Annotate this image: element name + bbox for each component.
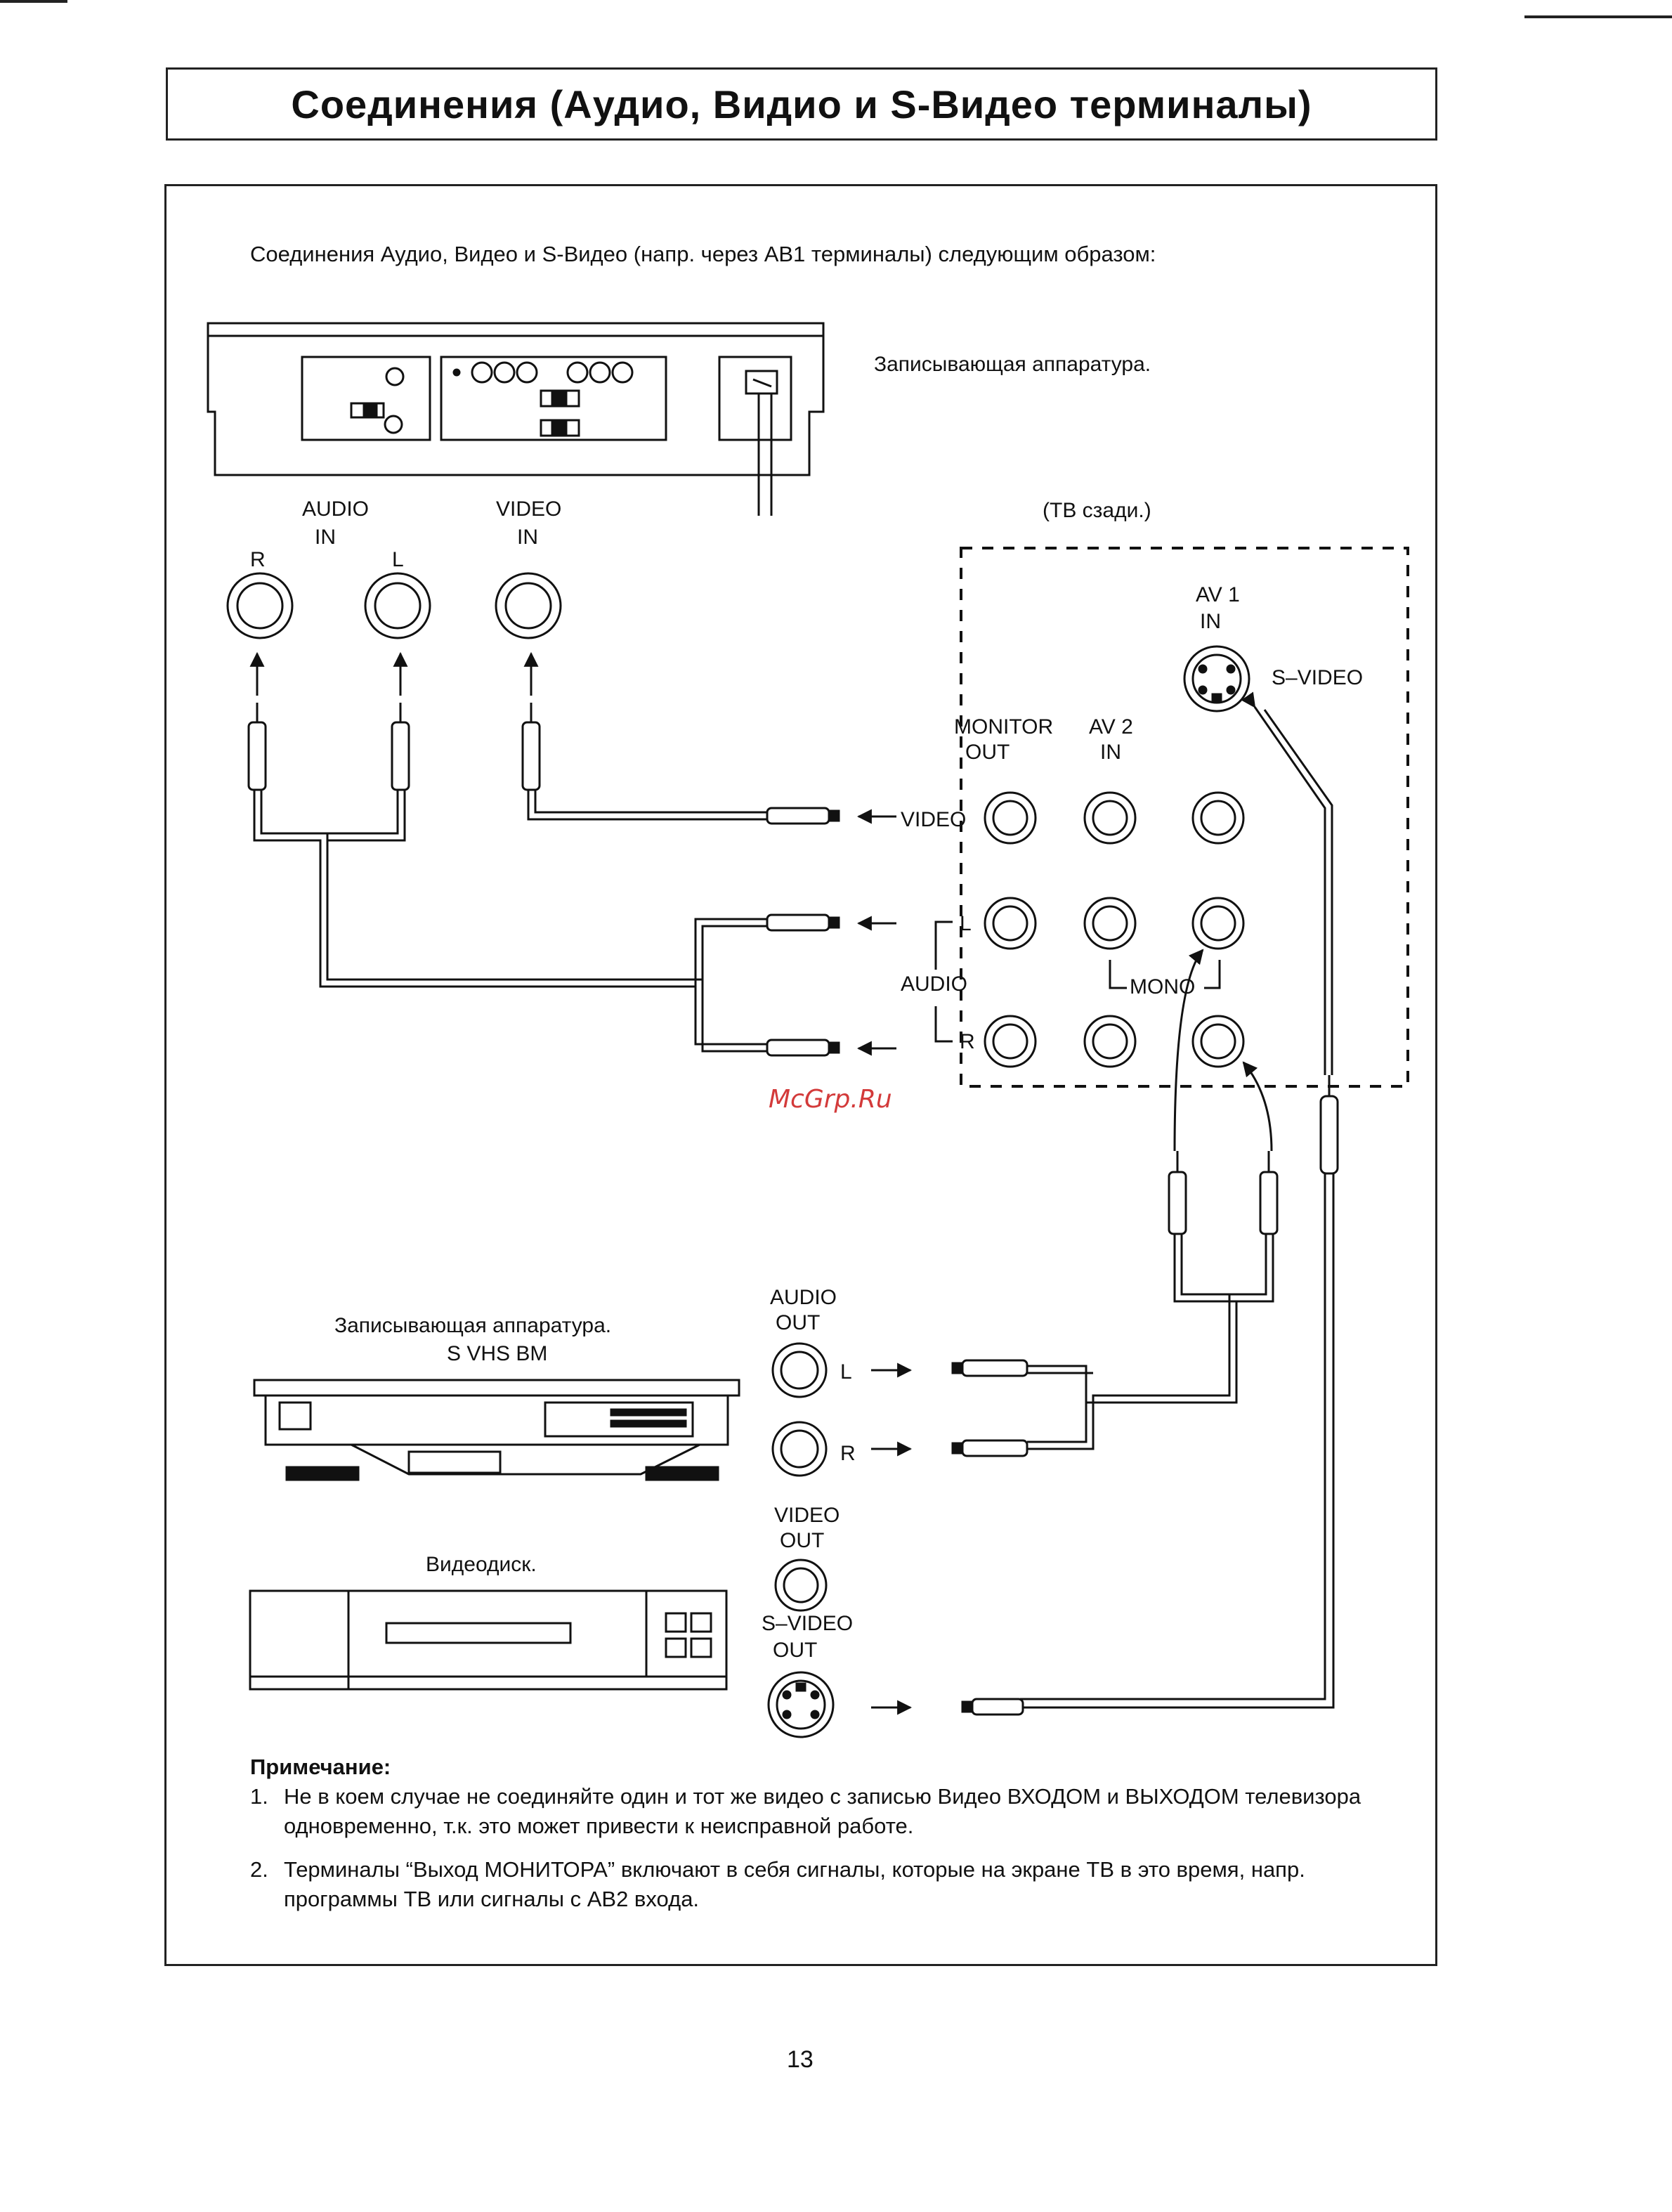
audio-out-label-2: OUT: [776, 1311, 820, 1334]
page-number: 13: [787, 2046, 814, 2073]
page-title: Соединения (Аудио, Видио и S-Видео терми…: [291, 82, 1312, 126]
av1-audio-cables: [1027, 949, 1279, 1450]
audio-out-plugs: [951, 1359, 1028, 1457]
videodisc-player: [249, 1589, 728, 1691]
recorder-top-label: Записывающая аппаратура.: [874, 353, 1151, 376]
tv-mono-label: MONO: [1130, 975, 1195, 998]
note-text: Терминалы “Выход МОНИТОРА” включают в се…: [284, 1857, 1305, 1911]
audio-out-jacks: [771, 1342, 828, 1477]
recorder-input-jacks: [226, 572, 562, 639]
svideo-out-label-1: S–VIDEO: [762, 1612, 853, 1635]
monitor-out-label-1: MONITOR: [954, 715, 1053, 739]
note-number: 2.: [250, 1857, 268, 1882]
tv-video-label: VIDEO: [901, 808, 966, 831]
svideo-in-label: S–VIDEO: [1272, 666, 1363, 689]
svideo-out-jack: [767, 1671, 835, 1738]
tv-bracket-lines: [934, 920, 1221, 1043]
svideo-out-label-2: OUT: [773, 1639, 817, 1662]
audio-out-r-label: R: [840, 1442, 856, 1465]
video-out-label-1: VIDEO: [774, 1504, 840, 1527]
tv-r-label: R: [960, 1030, 975, 1053]
tv-rear-label: (ТВ сзади.): [1043, 499, 1151, 522]
audio-out-arrows: [871, 1362, 913, 1457]
tv-l-label: L: [960, 912, 972, 935]
audio-in-r-label: R: [250, 548, 266, 571]
note-item: 2. Терминалы “Выход МОНИТОРА” включают в…: [250, 1855, 1416, 1914]
audio-cable-to-recorder: [253, 790, 767, 1053]
av2-in-label-1: AV 2: [1089, 715, 1133, 739]
tv-audio-label: AUDIO: [901, 972, 967, 996]
svideo-out-plug: [961, 1698, 1024, 1716]
corner-rule-left: [0, 0, 67, 3]
video-in-label-2: IN: [517, 526, 538, 549]
audio-in-label-2: IN: [315, 526, 336, 549]
corner-rule-right: [1524, 15, 1672, 18]
video-out-jack: [774, 1559, 828, 1612]
recorder-vhs-label-2: S VHS ВМ: [447, 1342, 547, 1365]
audio-in-l-label: L: [392, 548, 404, 571]
videodisc-label: Видеодиск.: [426, 1553, 537, 1576]
notes-title: Примечание:: [250, 1755, 391, 1779]
video-in-label-1: VIDEO: [496, 497, 561, 521]
video-out-label-2: OUT: [780, 1529, 824, 1552]
audio-out-label-1: AUDIO: [770, 1286, 837, 1309]
audio-in-label-1: AUDIO: [302, 497, 369, 521]
note-number: 1.: [250, 1784, 268, 1809]
svhs-recorder: [253, 1379, 740, 1481]
note-text: Не в коем случае не соединяйте один и то…: [284, 1784, 1361, 1838]
content-frame: [164, 184, 1437, 1966]
note-item: 1. Не в коем случае не соединяйте один и…: [250, 1782, 1416, 1841]
monitor-out-label-2: OUT: [965, 741, 1010, 764]
av1-label-2: IN: [1200, 610, 1221, 633]
video-cable-to-recorder: [527, 790, 767, 821]
av2-in-label-2: IN: [1100, 741, 1121, 764]
recorder-rear-panel: [207, 322, 825, 516]
intro-text: Соединения Аудио, Видео и S-Видео (напр.…: [250, 242, 1156, 266]
title-frame: Соединения (Аудио, Видио и S-Видео терми…: [166, 67, 1437, 141]
tv-rca-jacks: [984, 791, 1245, 1068]
audio-out-l-label: L: [840, 1360, 852, 1384]
tv-side-arrows: [856, 809, 896, 1056]
recorder-input-arrows: [249, 651, 539, 696]
tv-side-plugs: [766, 807, 840, 1057]
svideo-in-jack: [1183, 645, 1250, 713]
watermark: McGrp.Ru: [769, 1085, 892, 1114]
av1-label-1: AV 1: [1196, 583, 1240, 606]
svideo-cable: [1020, 691, 1339, 1709]
recorder-cable-plugs: [247, 703, 541, 791]
notes-section: Примечание: 1. Не в коем случае не соеди…: [250, 1752, 1416, 1914]
recorder-vhs-label-1: Записывающая аппаратура.: [334, 1314, 611, 1337]
tv-rear-panel: [960, 547, 1409, 1088]
